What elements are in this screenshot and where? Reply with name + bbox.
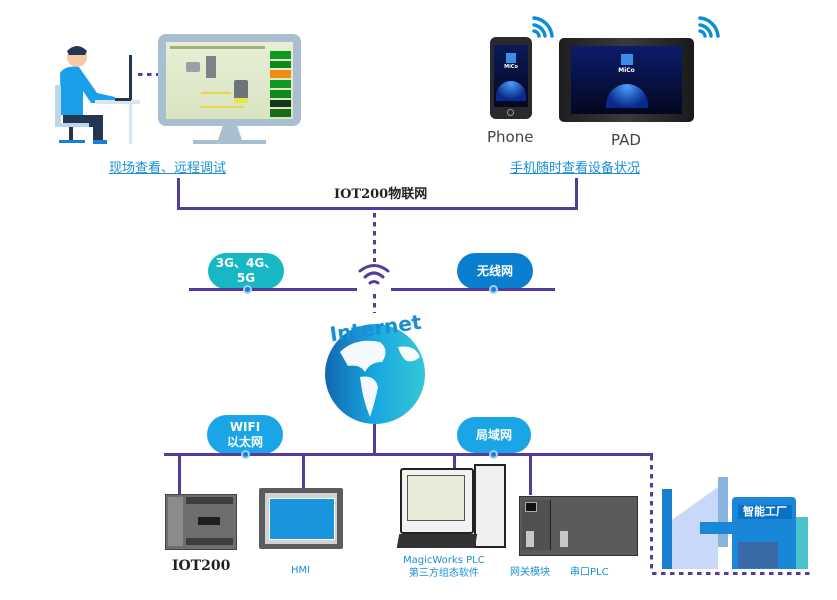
gateway-label: 网关模块 xyxy=(510,567,550,578)
scada-button[interactable] xyxy=(270,70,291,79)
drop-iot200 xyxy=(178,453,181,498)
software-pc xyxy=(396,464,506,556)
wifi-label: WIFI xyxy=(229,419,261,434)
lan-node xyxy=(489,450,498,459)
wifi-ethernet-pill: WIFI 以太网 xyxy=(207,415,283,454)
serial-plc-label: 串口PLC xyxy=(570,567,609,578)
wireless-pill: 无线网 xyxy=(457,253,533,289)
pad-label: PAD xyxy=(611,131,641,149)
scada-button[interactable] xyxy=(270,80,291,88)
bracket-left xyxy=(177,178,180,210)
drop-software xyxy=(453,453,456,468)
factory-dotted-vertical xyxy=(650,456,653,573)
scada-button[interactable] xyxy=(270,109,291,118)
software-description: 第三方组态软件 xyxy=(408,568,479,579)
wifi-broadcast-icon xyxy=(357,262,391,292)
scada-button[interactable] xyxy=(270,89,291,98)
pc-monitor xyxy=(158,34,301,147)
bracket-right xyxy=(575,178,578,210)
hmi-label: HMI xyxy=(291,565,311,576)
software-name: MagicWorks PLC xyxy=(403,555,485,566)
scada-button[interactable] xyxy=(270,51,291,59)
gateway-plc-device xyxy=(519,496,638,556)
network-title: IOT200物联网 xyxy=(334,187,428,202)
factory-dotted-horizontal xyxy=(652,572,812,575)
wan-node xyxy=(489,285,498,294)
ethernet-label: 以太网 xyxy=(226,434,263,449)
bracket-bottom xyxy=(177,207,578,210)
pad-device: MiCo xyxy=(559,38,694,122)
scada-button[interactable] xyxy=(270,99,291,108)
iot200-label: IOT200 xyxy=(172,558,231,574)
phone-label: Phone xyxy=(487,128,534,146)
phone-device: MiCo xyxy=(490,37,532,119)
cellular-pill: 3G、4G、5G xyxy=(208,253,284,289)
mobile-caption: 手机随时查看设备状况 xyxy=(510,161,641,176)
factory-label: 智能工厂 xyxy=(738,505,792,519)
wan-node xyxy=(243,285,252,294)
wifi-signal-icon xyxy=(530,14,556,44)
lan-node xyxy=(241,450,250,459)
hmi-device xyxy=(259,488,343,549)
drop-gateway xyxy=(529,453,532,495)
software-label: MagicWorks PLC 第三方组态软件 xyxy=(403,554,485,580)
operator-illustration xyxy=(55,45,155,147)
internet-globe: Internet xyxy=(320,302,430,427)
smart-factory-illustration: 智能工厂 xyxy=(658,467,808,571)
scada-screen xyxy=(166,42,293,119)
drop-hmi xyxy=(302,453,305,488)
globe-downlink xyxy=(373,424,376,456)
connection-dots xyxy=(138,73,158,76)
app-name: MiCo xyxy=(504,64,518,70)
wifi-signal-icon xyxy=(696,14,722,44)
app-name: MiCo xyxy=(618,67,635,74)
scada-button[interactable] xyxy=(270,60,291,69)
iot200-device xyxy=(165,494,237,550)
pc-caption: 现场查看、远程调试 xyxy=(109,161,227,176)
lan-line xyxy=(164,453,653,456)
lan-pill: 局域网 xyxy=(457,417,531,453)
